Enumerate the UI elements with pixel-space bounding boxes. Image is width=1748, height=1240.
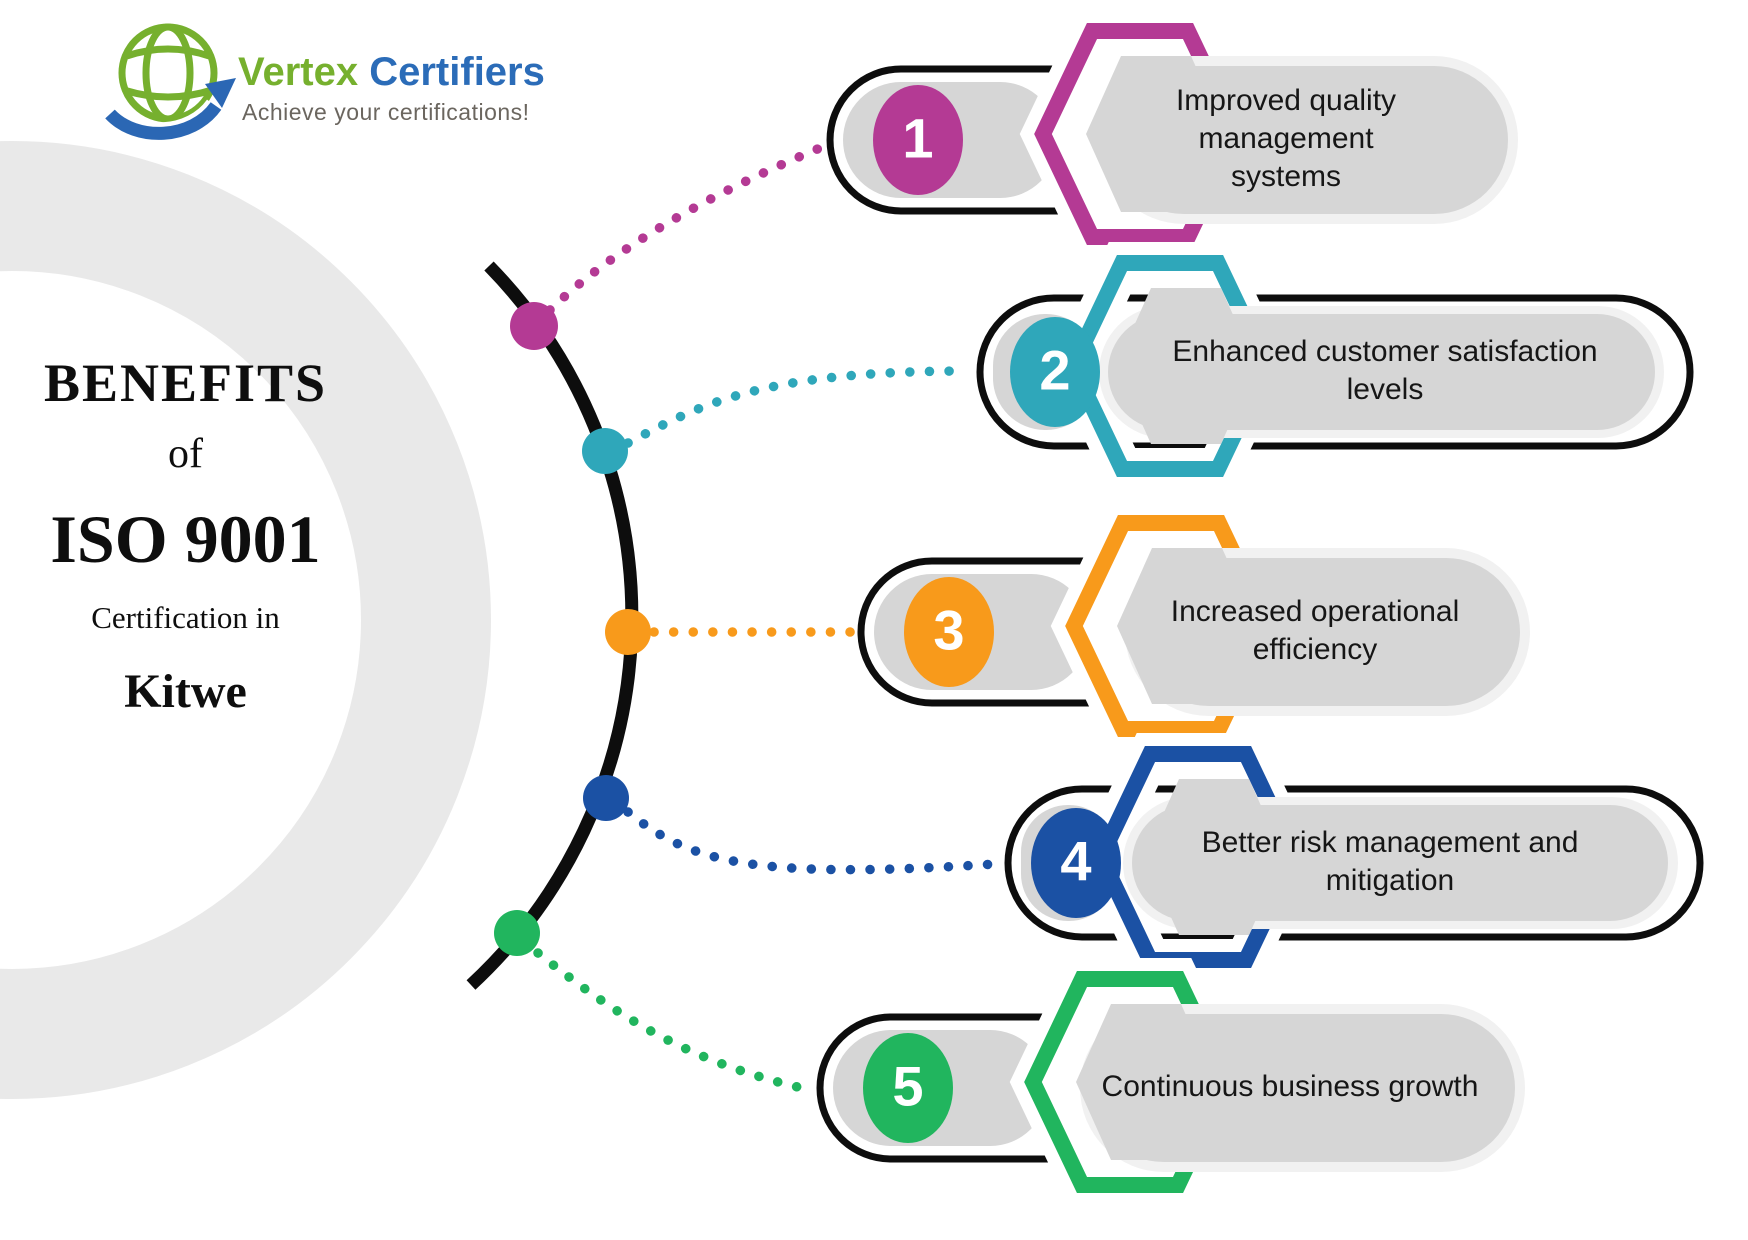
spine-dot-2 xyxy=(582,428,628,474)
benefit-number-1: 1 xyxy=(902,106,934,170)
number-badge-1 xyxy=(873,85,963,195)
benefit-card-4 xyxy=(1004,733,1704,981)
number-badge-4 xyxy=(1031,808,1121,918)
spine-dots xyxy=(494,302,651,956)
logo-tagline: Achieve your certifications! xyxy=(242,99,530,125)
number-badge-3 xyxy=(904,577,994,687)
benefit-label-1: Improved quality management systems xyxy=(1175,84,1397,193)
benefit-card-1 xyxy=(826,10,1518,258)
connector-2 xyxy=(623,366,973,448)
spine-dot-4 xyxy=(583,775,629,821)
brand-primary: Vertex xyxy=(238,50,359,94)
benefit-number-5: 5 xyxy=(892,1054,924,1118)
spine-dot-5 xyxy=(494,910,540,956)
benefit-number-4: 4 xyxy=(1060,829,1092,893)
title-certification-in: Certification in xyxy=(91,600,280,635)
connector-lines xyxy=(533,143,1000,1094)
connector-5 xyxy=(533,948,811,1094)
benefit-label-5: Continuous business growth xyxy=(1101,1070,1479,1103)
logo-globe-icon xyxy=(102,23,236,145)
benefit-label-4: Better risk management and mitigation xyxy=(1201,826,1579,897)
title-ring xyxy=(0,141,491,1099)
brand-secondary: Certifiers xyxy=(369,50,545,94)
arrow-head xyxy=(205,78,236,108)
number-badge-5 xyxy=(863,1033,953,1143)
benefit-card-3 xyxy=(857,502,1530,750)
connector-1 xyxy=(545,143,825,315)
connector-4 xyxy=(623,807,1000,875)
number-badge-2 xyxy=(1010,317,1100,427)
benefit-number-2: 2 xyxy=(1039,338,1071,402)
benefit-number-3: 3 xyxy=(933,598,965,662)
title-of: of xyxy=(168,431,203,477)
spine-dot-3 xyxy=(605,609,651,655)
benefit-card-5 xyxy=(816,958,1525,1206)
title-iso-9001: ISO 9001 xyxy=(50,501,321,577)
benefit-label-2: Enhanced customer satisfaction levels xyxy=(1172,335,1598,406)
spine-dot-1 xyxy=(510,302,558,350)
title-city: Kitwe xyxy=(124,665,247,718)
logo-wordmark: Vertex Certifiers xyxy=(238,50,545,95)
benefit-label-3: Increased operational efficiency xyxy=(1170,595,1460,666)
title-benefits: BENEFITS xyxy=(43,353,328,413)
benefit-card-2 xyxy=(976,242,1694,490)
